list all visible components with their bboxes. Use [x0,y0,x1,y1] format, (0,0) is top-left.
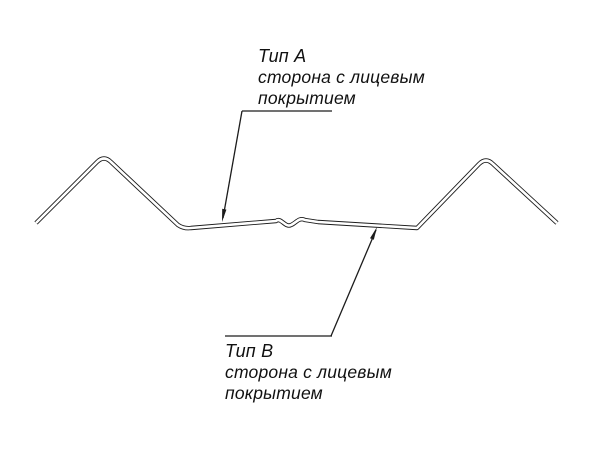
type-b-label-line2: сторона с лицевым [225,362,392,382]
type-a-arrowhead-icon [222,208,227,222]
profile-sheet-inner-stroke [35,157,558,230]
type-b-leader-line [330,229,377,337]
type-a-label-line2: сторона с лицевым [258,67,425,87]
type-a-label-line3: покрытием [258,88,356,108]
type-a-leader-line [222,110,243,219]
type-b-title: Тип В [225,341,273,361]
type-b-arrowhead-icon [370,227,377,240]
type-b-label-line3: покрытием [225,383,323,403]
type-a-title: Тип А [258,46,306,66]
